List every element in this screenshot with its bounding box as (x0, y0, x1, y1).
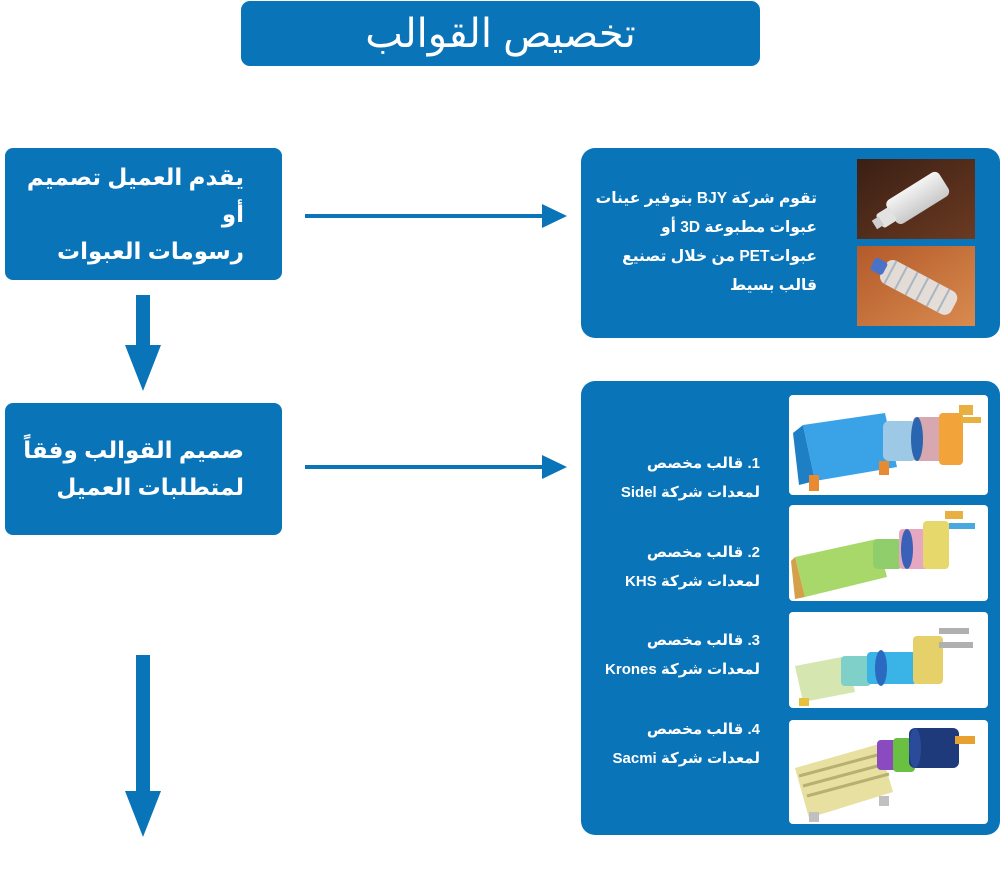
sidel-mold-image (789, 395, 988, 495)
mold-item-sacmi: 4. قالب مخصص لمعدات شركة Sacmi (613, 715, 760, 773)
mold-label: لمعدات شركة Krones (605, 661, 760, 678)
mold-item-sidel: 1. قالب مخصص لمعدات شركة Sidel (621, 449, 760, 507)
mold-label: 2. قالب مخصص (646, 544, 760, 561)
khs-mold-image (789, 505, 988, 601)
white-bottle-photo (857, 159, 975, 239)
step-text-line1: يقدم العميل تصميم أو (26, 163, 244, 227)
mold-item-khs: 2. قالب مخصص لمعدات شركة KHS (625, 538, 760, 596)
mold-label: 3. قالب مخصص (646, 632, 760, 649)
step-mold-design: صميم القوالب وفقاً لمتطلبات العميل (5, 403, 282, 535)
step-text-line2: رسومات العبوات (57, 237, 244, 264)
sample-bottles-panel: تقوم شركة BJY بتوفير عينات عبوات مطبوعة … (581, 148, 1000, 338)
right-arrow-icon (305, 455, 567, 479)
mold-label: 4. قالب مخصص (646, 721, 760, 738)
sacmi-mold-image (789, 720, 988, 824)
step-customer-design: يقدم العميل تصميم أو رسومات العبوات (5, 148, 282, 280)
mold-label: لمعدات شركة Sacmi (612, 750, 760, 767)
right-arrow-icon (305, 204, 567, 228)
step-text-line2: لمتطلبات العميل (56, 474, 244, 500)
step-text-line1: صميم القوالب وفقاً (23, 437, 244, 463)
page-title: تخصيص القوالب (241, 1, 760, 66)
sample-line: عبوات مطبوعة 3D أو (661, 219, 817, 236)
mold-label: 1. قالب مخصص (646, 455, 760, 472)
mold-label: لمعدات شركة KHS (625, 573, 760, 590)
custom-molds-panel: 1. قالب مخصص لمعدات شركة Sidel 2. قالب م… (581, 381, 1000, 835)
sample-line: قالب بسيط (729, 277, 817, 294)
krones-mold-image (789, 612, 988, 708)
clear-pet-bottle-photo (857, 246, 975, 326)
sample-line: تقوم شركة BJY بتوفير عينات (595, 190, 817, 207)
down-arrow-icon (125, 655, 161, 837)
sample-line: عبواتPET من خلال تصنيع (622, 248, 817, 265)
mold-label: لمعدات شركة Sidel (620, 484, 760, 501)
mold-item-krones: 3. قالب مخصص لمعدات شركة Krones (605, 626, 760, 684)
down-arrow-icon (125, 295, 161, 391)
sample-description: تقوم شركة BJY بتوفير عينات عبوات مطبوعة … (596, 184, 817, 300)
